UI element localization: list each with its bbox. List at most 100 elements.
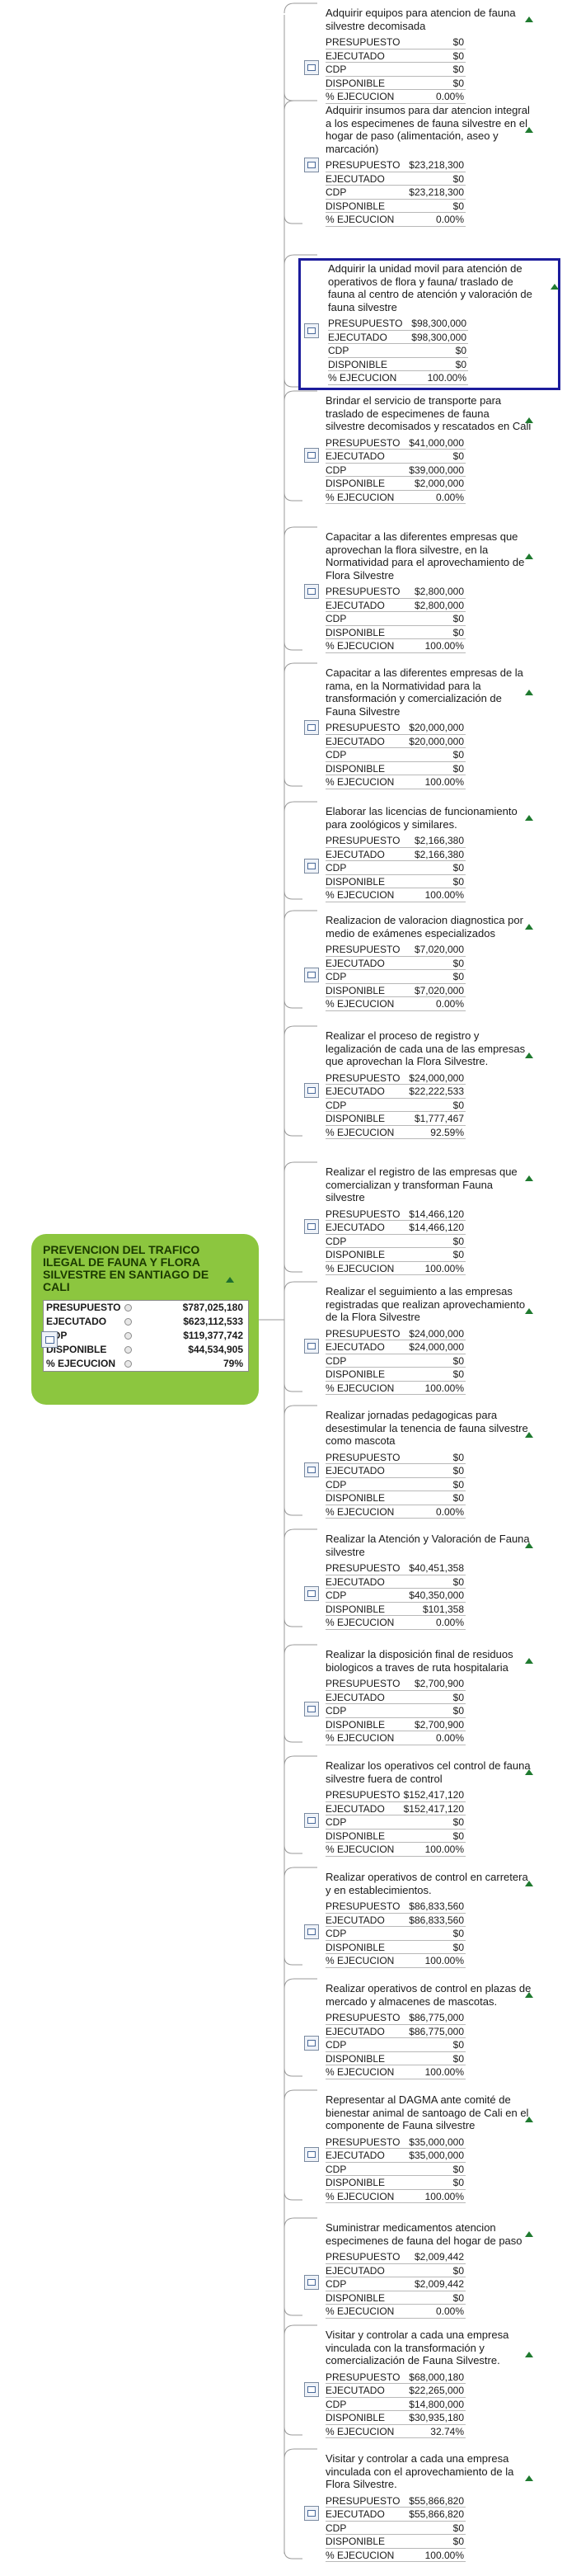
collapse-triangle-icon[interactable] — [525, 417, 533, 423]
note-icon[interactable] — [304, 60, 319, 75]
child-node[interactable]: Realizar operativos de control en plazas… — [284, 1982, 556, 2079]
collapse-triangle-icon[interactable] — [525, 1658, 533, 1664]
child-node[interactable]: Capacitar a las diferentes empresas de l… — [284, 666, 556, 789]
budget-row: PRESUPUESTO$23,218,300 — [326, 158, 466, 172]
note-icon[interactable] — [304, 859, 319, 874]
child-node[interactable]: Realizar la Atención y Valoración de Fau… — [284, 1533, 556, 1630]
collapse-triangle-icon[interactable] — [525, 1175, 533, 1181]
child-node[interactable]: Realizar el proceso de registro y legali… — [284, 1029, 556, 1139]
note-icon[interactable] — [304, 720, 319, 735]
child-node[interactable]: Brindar el servicio de transporte para t… — [284, 394, 556, 504]
collapse-triangle-icon[interactable] — [525, 1542, 533, 1548]
budget-label: PRESUPUESTO — [326, 2371, 401, 2383]
child-node[interactable]: Realizacion de valoracion diagnostica po… — [284, 914, 556, 1011]
child-node[interactable]: Realizar el registro de las empresas que… — [284, 1166, 556, 1275]
child-node[interactable]: Adquirir equipos para atencion de fauna … — [284, 7, 556, 104]
budget-row: PRESUPUESTO$35,000,000 — [326, 2136, 466, 2149]
budget-label: % EJECUCION — [328, 372, 397, 384]
budget-label: CDP — [326, 464, 347, 476]
note-icon[interactable] — [304, 1702, 319, 1717]
collapse-triangle-icon[interactable] — [525, 16, 533, 22]
budget-label: EJECUTADO — [326, 957, 385, 969]
note-icon[interactable] — [304, 1339, 319, 1354]
child-node[interactable]: Elaborar las licencias de funcionamiento… — [284, 805, 556, 902]
note-icon[interactable] — [304, 1586, 319, 1601]
child-node[interactable]: Suministrar medicamentos atencion especi… — [284, 2221, 556, 2319]
collapse-triangle-icon[interactable] — [525, 1053, 533, 1058]
budget-value: $152,417,120 — [403, 1789, 464, 1801]
collapse-triangle-icon[interactable] — [525, 2352, 533, 2357]
note-icon[interactable] — [304, 1924, 319, 1939]
collapse-triangle-icon[interactable] — [525, 1769, 533, 1775]
budget-value: $0 — [452, 2163, 464, 2175]
note-icon[interactable] — [304, 2382, 319, 2397]
child-node[interactable]: Visitar y controlar a cada una empresa v… — [284, 2452, 556, 2562]
collapse-triangle-icon[interactable] — [525, 1881, 533, 1886]
note-icon[interactable] — [304, 1813, 319, 1828]
child-node[interactable]: Visitar y controlar a cada una empresa v… — [284, 2329, 556, 2438]
budget-value: $86,833,560 — [409, 1900, 464, 1912]
collapse-triangle-icon[interactable] — [525, 553, 533, 559]
collapse-triangle-icon[interactable] — [525, 1432, 533, 1438]
note-icon[interactable] — [304, 968, 319, 982]
collapse-triangle-icon[interactable] — [525, 2475, 533, 2481]
note-icon[interactable] — [304, 2275, 319, 2290]
note-icon[interactable] — [304, 2036, 319, 2051]
budget-value: $2,700,900 — [414, 1718, 464, 1731]
collapse-triangle-icon[interactable] — [551, 284, 559, 290]
note-icon[interactable] — [304, 584, 319, 599]
note-icon[interactable] — [304, 1219, 319, 1234]
note-icon[interactable] — [304, 1462, 319, 1477]
budget-row: CDP$0 — [326, 2038, 466, 2052]
collapse-triangle-icon[interactable] — [525, 2117, 533, 2122]
budget-label: % EJECUCION — [326, 214, 395, 225]
budget-label: DISPONIBLE — [326, 77, 386, 89]
budget-label: % EJECUCION — [326, 1382, 395, 1394]
collapse-triangle-icon[interactable] — [525, 127, 533, 133]
note-icon[interactable] — [41, 1331, 58, 1348]
budget-label: CDP — [328, 345, 349, 356]
budget-value: 0.00% — [435, 91, 464, 102]
collapse-triangle-icon[interactable] — [525, 2231, 533, 2237]
budget-label: % EJECUCION — [326, 2425, 395, 2437]
budget-label: CDP — [326, 64, 347, 75]
budget-value: 100.00% — [424, 640, 464, 652]
child-node[interactable]: Realizar el seguimiento a las empresas r… — [284, 1285, 556, 1395]
node-title: Capacitar a las diferentes empresas de l… — [326, 666, 523, 718]
child-node[interactable]: Realizar la disposición final de residuo… — [284, 1648, 556, 1745]
collapse-triangle-icon[interactable] — [525, 815, 533, 821]
budget-value: $23,218,300 — [409, 159, 464, 171]
budget-row: CDP$0 — [326, 1815, 466, 1830]
collapse-triangle-icon[interactable] — [525, 690, 533, 695]
child-node[interactable]: Adquirir la unidad movil para atención d… — [298, 258, 560, 390]
budget-row: PRESUPUESTO$20,000,000 — [326, 721, 466, 735]
note-icon[interactable] — [304, 1083, 319, 1098]
note-icon[interactable] — [304, 2147, 319, 2162]
budget-label: DISPONIBLE — [326, 762, 386, 775]
root-node[interactable]: PREVENCION DEL TRAFICO ILEGAL DE FAUNA Y… — [31, 1234, 259, 1405]
child-node[interactable]: Adquirir insumos para dar atencion integ… — [284, 104, 556, 227]
collapse-triangle-icon[interactable] — [525, 1308, 533, 1314]
child-node[interactable]: Capacitar a las diferentes empresas que … — [284, 530, 556, 653]
budget-label: DISPONIBLE — [326, 200, 386, 212]
circle-icon — [119, 1301, 136, 1315]
budget-row: DISPONIBLE$0 — [326, 2052, 466, 2065]
note-icon[interactable] — [304, 448, 319, 463]
note-icon[interactable] — [304, 2506, 319, 2521]
collapse-triangle-icon[interactable] — [226, 1277, 234, 1283]
child-node[interactable]: Representar al DAGMA ante comité de bien… — [284, 2093, 556, 2203]
note-icon[interactable] — [304, 323, 319, 338]
child-node[interactable]: Realizar jornadas pedagogicas para deses… — [284, 1409, 556, 1519]
child-node[interactable]: Realizar los operativos cel control de f… — [284, 1759, 556, 1857]
collapse-triangle-icon[interactable] — [525, 924, 533, 930]
collapse-triangle-icon[interactable] — [525, 1992, 533, 1998]
budget-row: DISPONIBLE$0 — [328, 358, 468, 371]
budget-row: DISPONIBLE$0 — [326, 875, 466, 888]
budget-row: EJECUTADO$0 — [326, 1691, 466, 1704]
child-node[interactable]: Realizar operativos de control en carret… — [284, 1871, 556, 1968]
note-icon[interactable] — [304, 158, 319, 172]
